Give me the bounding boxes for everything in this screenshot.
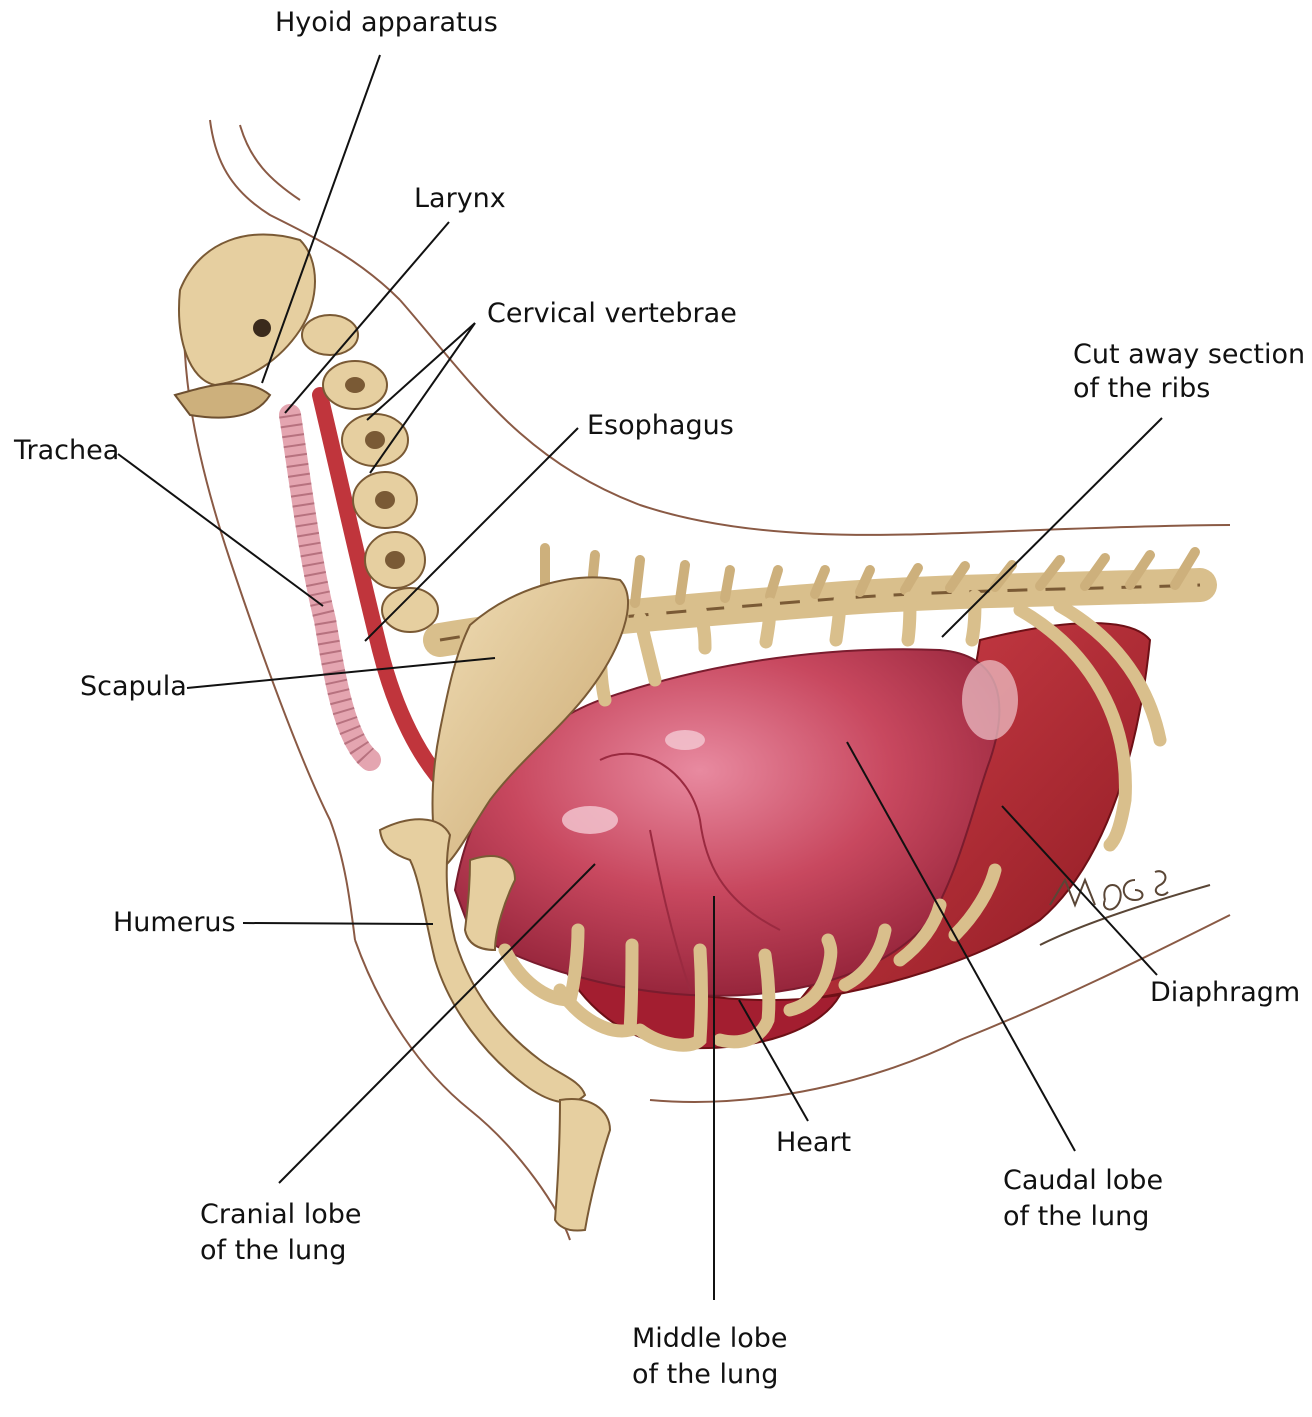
label-trachea: Trachea [14,434,119,468]
label-esophagus: Esophagus [587,409,734,443]
label-humerus: Humerus [113,906,236,940]
label-cervical-vertebrae: Cervical vertebrae [487,297,737,331]
skull [175,234,315,417]
leader-cervical-2 [370,323,475,473]
label-middle-line1: Middle lobe [632,1322,788,1356]
label-diaphragm: Diaphragm [1150,976,1300,1010]
label-larynx: Larynx [414,182,506,216]
label-middle-line2: of the lung [632,1358,778,1392]
label-cut-away-line1: Cut away section [1073,338,1305,372]
leader-cervical-1 [367,323,475,420]
label-scapula: Scapula [80,670,187,704]
label-caudal-line2: of the lung [1003,1200,1149,1234]
leader-humerus [243,923,433,924]
artist-signature [1040,871,1210,945]
label-hyoid-apparatus: Hyoid apparatus [275,6,498,40]
label-cut-away-line2: of the ribs [1073,372,1210,406]
label-cranial-line2: of the lung [200,1234,346,1268]
label-heart: Heart [776,1126,851,1160]
label-cranial-line1: Cranial lobe [200,1198,362,1232]
label-caudal-line1: Caudal lobe [1003,1164,1163,1198]
